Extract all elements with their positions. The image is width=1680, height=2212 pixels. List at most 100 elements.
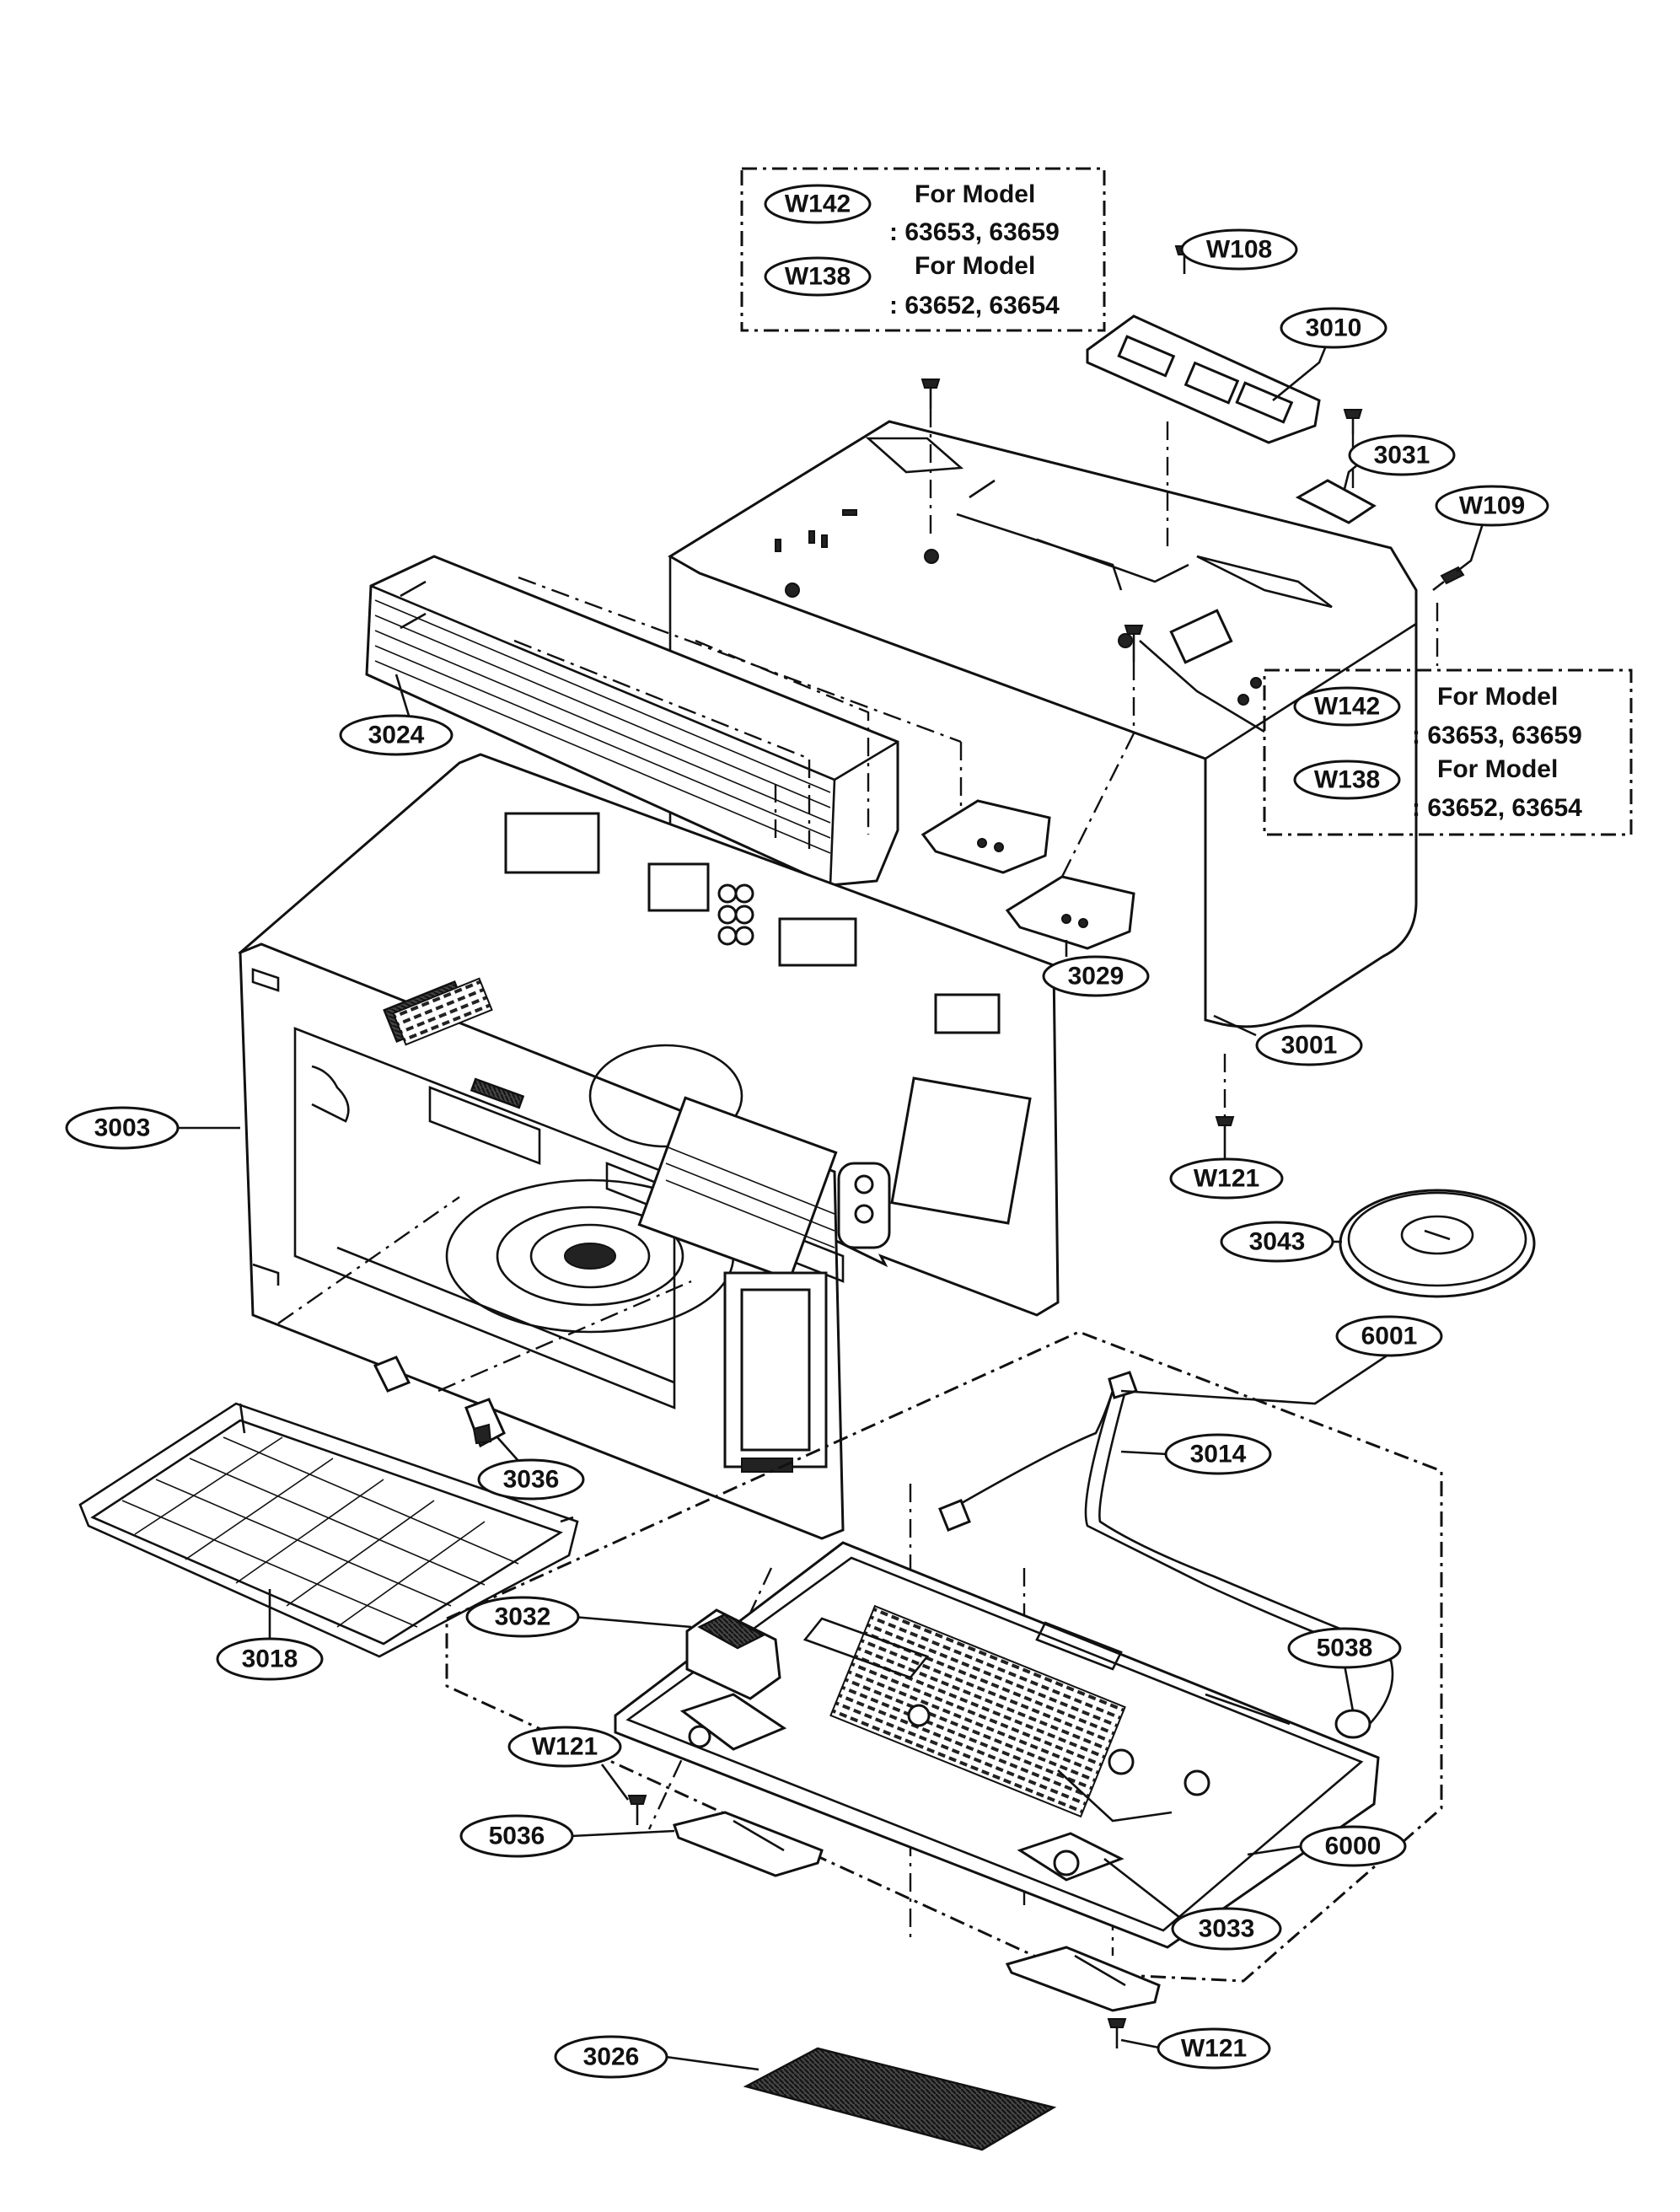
screw-w121-right [1107, 2018, 1127, 2048]
callout-w108[interactable]: W108 [1180, 228, 1298, 271]
callout-w121c[interactable]: W121 [1157, 2027, 1271, 2070]
callout-label: 3003 [94, 1114, 151, 1142]
callout-ellipse [1299, 1825, 1407, 1867]
callout-3018[interactable]: 3018 [216, 1637, 324, 1681]
callout-label: 5038 [1317, 1635, 1373, 1662]
vent-grille-3024 [365, 555, 899, 887]
base-plate-6000 [614, 1541, 1380, 1949]
latch-3032 [679, 1608, 787, 1751]
base-assembly-6001-boundary [445, 1330, 1443, 1983]
callout-3033[interactable]: 3033 [1171, 1907, 1282, 1951]
callout-ellipse [1348, 434, 1456, 476]
note-for-model-4: For Model [1437, 755, 1558, 783]
callout-w142-note-right[interactable]: W142 [1293, 686, 1401, 727]
callout-w121a[interactable]: W121 [1169, 1157, 1284, 1200]
callout-label: 6000 [1325, 1833, 1382, 1860]
callout-3003[interactable]: 3003 [65, 1106, 180, 1150]
callout-ellipse [1287, 1627, 1402, 1669]
callout-label: 3001 [1281, 1032, 1338, 1060]
outer-cabinet-3001 [668, 420, 1418, 1028]
svg-text:W138: W138 [1314, 766, 1380, 794]
charcoal-filter-3026 [743, 2047, 1057, 2151]
bracket-3033 [1017, 1832, 1124, 1882]
callout-3032[interactable]: 3032 [465, 1596, 580, 1638]
callout-w138-note-right[interactable]: W138 [1293, 760, 1401, 800]
callout-ellipse [459, 1814, 574, 1858]
callout-ellipse [65, 1106, 180, 1150]
callout-w142-note-top[interactable]: W142 [764, 184, 872, 224]
callout-6000[interactable]: 6000 [1299, 1825, 1407, 1867]
callout-ellipse [1042, 955, 1150, 997]
callout-label: 3018 [242, 1646, 298, 1673]
screw-w142-right [1124, 625, 1144, 662]
callout-ellipse [554, 2035, 668, 2079]
callout-3010[interactable]: 3010 [1280, 307, 1387, 349]
callout-ellipse [1169, 1157, 1284, 1200]
callout-label: 3024 [368, 722, 425, 749]
callout-3036[interactable]: 3036 [477, 1458, 585, 1501]
callout-6001[interactable]: 6001 [1335, 1315, 1443, 1357]
bracket-3031 [1295, 479, 1377, 524]
callout-ellipse [1280, 307, 1387, 349]
svg-text:W142: W142 [785, 191, 851, 218]
screw-w142-top [921, 379, 941, 409]
screw-w121-bottom-cabinet [1215, 1116, 1235, 1142]
callout-ellipse [507, 1726, 622, 1768]
callout-3029[interactable]: 3029 [1042, 955, 1150, 997]
callout-ellipse [1335, 1315, 1443, 1357]
glass-turntable-3043 [1339, 1189, 1536, 1298]
callout-3031[interactable]: 3031 [1348, 434, 1456, 476]
callout-ellipse [465, 1596, 580, 1638]
callout-ellipse [1255, 1024, 1363, 1066]
callout-3043[interactable]: 3043 [1220, 1221, 1334, 1263]
callout-ellipse [477, 1458, 585, 1501]
callout-ellipse [339, 714, 454, 756]
callout-label: 3036 [503, 1466, 560, 1494]
callout-ellipse [1220, 1221, 1334, 1263]
callout-label: 6001 [1361, 1323, 1418, 1350]
callout-label: W109 [1459, 492, 1525, 520]
callout-3026[interactable]: 3026 [554, 2035, 668, 2079]
screw-w121-left [627, 1795, 647, 1825]
callout-label: W121 [532, 1733, 598, 1761]
mounting-plate-3010 [1086, 314, 1321, 444]
callout-3001[interactable]: 3001 [1255, 1024, 1363, 1066]
callout-label: W108 [1206, 236, 1272, 264]
callout-w121b[interactable]: W121 [507, 1726, 622, 1768]
svg-text:W138: W138 [785, 263, 851, 291]
filter-holder-5036-right [1005, 1946, 1161, 2012]
callout-label: 3032 [495, 1603, 551, 1631]
model-note-box-right: W142 For Model : 63653, 63659 W138 For M… [1139, 640, 1633, 836]
wire-harness-3014 [938, 1371, 1400, 1729]
thermal-sensor-5038 [1334, 1709, 1371, 1739]
clip-3036-b [464, 1398, 506, 1448]
note-models-3: : 63653, 63659 [1412, 722, 1582, 749]
note-for-model-3: For Model [1437, 683, 1558, 711]
callout-ellipse [1435, 485, 1549, 527]
note-for-model-1: For Model [915, 180, 1035, 208]
callout-w138-note-top[interactable]: W138 [764, 256, 872, 297]
note-models-2: : 63652, 63654 [889, 292, 1060, 319]
callout-ellipse [1171, 1907, 1282, 1951]
clip-3036-a [373, 1356, 411, 1393]
bracket-3029-a [921, 799, 1051, 874]
bracket-3029-b [1005, 875, 1135, 950]
oven-cavity-3003 [238, 753, 1060, 1540]
callout-w109[interactable]: W109 [1435, 485, 1549, 527]
note-for-model-2: For Model [915, 252, 1035, 280]
screw-right-top [1343, 409, 1363, 434]
callout-label: 3043 [1249, 1228, 1306, 1256]
model-note-box-top: W142 For Model : 63653, 63659 W138 For M… [740, 167, 1106, 332]
oven-rack-3018 [78, 1402, 579, 1658]
callout-3024[interactable]: 3024 [339, 714, 454, 756]
callout-label: 3029 [1068, 963, 1124, 991]
callout-label: W121 [1181, 2035, 1247, 2063]
callout-label: 5036 [489, 1823, 545, 1850]
callout-3014[interactable]: 3014 [1164, 1433, 1272, 1475]
callout-ellipse [1164, 1433, 1272, 1475]
callout-5038[interactable]: 5038 [1287, 1627, 1402, 1669]
callout-5036[interactable]: 5036 [459, 1814, 574, 1858]
callout-label: 3026 [583, 2043, 640, 2071]
svg-text:W142: W142 [1314, 693, 1380, 721]
